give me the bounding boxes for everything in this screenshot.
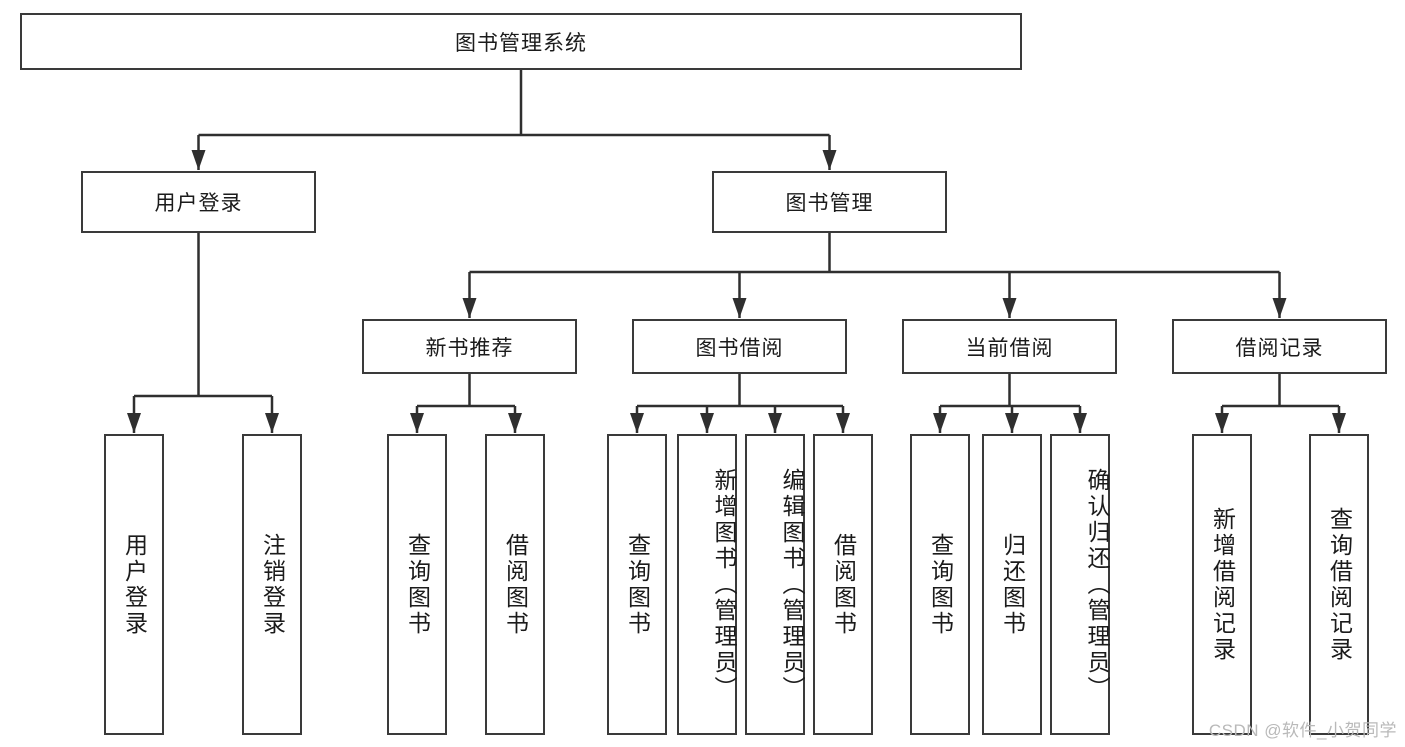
- node-leaf-query-book-rec[interactable]: 查询图书: [387, 434, 447, 735]
- node-label: 图书管理: [785, 192, 874, 215]
- node-book-manage[interactable]: 图书管理: [712, 171, 947, 233]
- arrowhead-icon: [1272, 298, 1287, 318]
- node-leaf-logout[interactable]: 注销登录: [242, 434, 302, 735]
- arrowhead-icon: [127, 413, 141, 433]
- arrowhead-icon: [836, 413, 850, 433]
- node-label: 当前借阅: [965, 336, 1054, 360]
- arrowhead-icon: [768, 413, 782, 433]
- node-label: 用户登录: [121, 532, 148, 637]
- node-label: 归还图书: [999, 532, 1026, 637]
- node-leaf-edit-book[interactable]: 编辑图书（管理员）: [745, 434, 805, 735]
- arrowhead-icon: [1332, 413, 1346, 433]
- node-label: 图书借阅: [695, 336, 784, 360]
- node-label: 用户登录: [154, 192, 243, 215]
- node-label: 借阅图书: [502, 532, 529, 637]
- node-label: 注销登录: [259, 532, 286, 637]
- node-label: 新增图书（管理员）: [711, 467, 737, 702]
- node-leaf-confirm-return[interactable]: 确认归还（管理员）: [1050, 434, 1110, 735]
- node-label: 图书管理系统: [455, 31, 587, 55]
- node-leaf-add-record[interactable]: 新增借阅记录: [1192, 434, 1252, 735]
- arrowhead-icon: [1073, 413, 1087, 433]
- node-root[interactable]: 图书管理系统: [20, 13, 1022, 70]
- node-label: 编辑图书（管理员）: [779, 467, 805, 702]
- arrowhead-icon: [410, 413, 424, 433]
- node-label: 确认归还（管理员）: [1084, 467, 1110, 702]
- node-leaf-return-book[interactable]: 归还图书: [982, 434, 1042, 735]
- node-label: 借阅记录: [1235, 336, 1324, 360]
- node-leaf-add-book[interactable]: 新增图书（管理员）: [677, 434, 737, 735]
- node-new-book-rec[interactable]: 新书推荐: [362, 319, 577, 374]
- node-label: 借阅图书: [830, 532, 857, 637]
- node-leaf-borrow-book[interactable]: 借阅图书: [813, 434, 873, 735]
- arrowhead-icon: [1005, 413, 1019, 433]
- node-borrow-record[interactable]: 借阅记录: [1172, 319, 1387, 374]
- node-label: 查询图书: [927, 532, 954, 637]
- node-leaf-query-book-borrow[interactable]: 查询图书: [607, 434, 667, 735]
- arrowhead-icon: [732, 298, 747, 318]
- node-leaf-borrow-book-rec[interactable]: 借阅图书: [485, 434, 545, 735]
- node-label: 新书推荐: [425, 336, 514, 360]
- node-book-borrow[interactable]: 图书借阅: [632, 319, 847, 374]
- node-label: 查询借阅记录: [1326, 506, 1353, 663]
- arrowhead-icon: [933, 413, 947, 433]
- node-user-login[interactable]: 用户登录: [81, 171, 316, 233]
- node-leaf-user-login[interactable]: 用户登录: [104, 434, 164, 735]
- node-leaf-query-book-cur[interactable]: 查询图书: [910, 434, 970, 735]
- arrowhead-icon: [265, 413, 279, 433]
- node-label: 查询图书: [624, 532, 651, 637]
- node-label: 新增借阅记录: [1209, 506, 1236, 663]
- node-leaf-query-record[interactable]: 查询借阅记录: [1309, 434, 1369, 735]
- arrowhead-icon: [700, 413, 714, 433]
- arrowhead-icon: [1002, 298, 1017, 318]
- arrowhead-icon: [191, 150, 206, 170]
- arrowhead-icon: [508, 413, 522, 433]
- node-current-borrow[interactable]: 当前借阅: [902, 319, 1117, 374]
- arrowhead-icon: [462, 298, 477, 318]
- arrowhead-icon: [1215, 413, 1229, 433]
- node-label: 查询图书: [404, 532, 431, 637]
- arrowhead-icon: [630, 413, 644, 433]
- arrowhead-icon: [822, 150, 837, 170]
